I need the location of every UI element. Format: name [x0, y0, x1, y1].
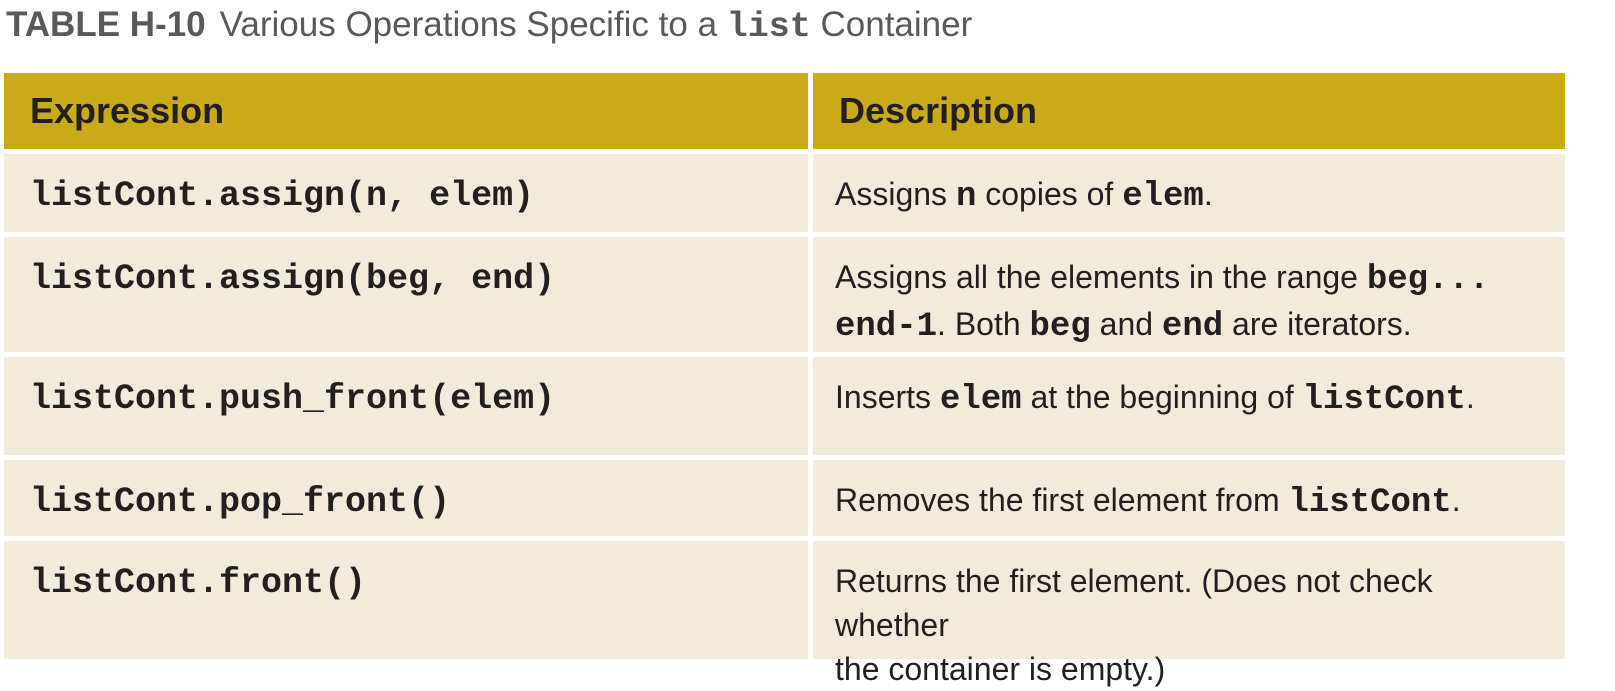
description-text: Assigns [835, 176, 956, 212]
description-text: Returns the first element. (Does not che… [835, 563, 1433, 643]
caption-text-before: Various Operations Specific to a [219, 5, 727, 44]
caption-text-after: Container [810, 5, 973, 44]
row-2-description: Assigns all the elements in the range be… [813, 237, 1565, 352]
header-description: Description [813, 73, 1565, 149]
description-code: end-1 [835, 308, 938, 346]
row-5-expression: listCont.front() [4, 541, 808, 659]
operations-table: Expression Description listCont.assign(n… [4, 73, 1614, 687]
description-code: n [955, 178, 977, 216]
description-code: elem [939, 381, 1022, 419]
description-code: listCont [1288, 484, 1452, 522]
description-code: beg... [1366, 261, 1490, 299]
row-3-description: Inserts elem at the beginning of listCon… [813, 357, 1565, 455]
row-2-expression: listCont.assign(beg, end) [4, 237, 808, 352]
row-1-expression: listCont.assign(n, elem) [4, 154, 808, 232]
description-text: copies of [976, 176, 1123, 212]
description-text: at the beginning of [1021, 379, 1303, 415]
description-code: listCont [1302, 381, 1466, 419]
header-expression: Expression [4, 73, 808, 149]
row-5-description: Returns the first element. (Does not che… [813, 541, 1565, 687]
description-code: beg [1029, 308, 1091, 346]
description-text: . [1203, 176, 1213, 212]
description-text: Removes the first element from [835, 482, 1289, 518]
description-text: . Both [937, 306, 1030, 342]
description-code: elem [1122, 178, 1204, 216]
table-number: TABLE H-10 [6, 5, 206, 44]
row-3-expression: listCont.push_front(elem) [4, 357, 808, 455]
row-4-description: Removes the first element from listCont. [813, 460, 1565, 536]
description-text: are iterators. [1223, 306, 1412, 342]
description-text: . [1451, 482, 1461, 518]
row-4-expression: listCont.pop_front() [4, 460, 808, 536]
caption-code: list [726, 7, 811, 47]
description-text: and [1090, 306, 1162, 342]
description-text: Assigns all the elements in the range [835, 259, 1367, 295]
description-text: Inserts [835, 379, 940, 415]
description-code: end [1161, 308, 1224, 346]
table-caption: TABLE H-10 Various Operations Specific to… [6, 2, 972, 48]
description-text: . [1465, 379, 1475, 415]
row-1-description: Assigns n copies of elem. [813, 154, 1565, 232]
description-text: the container is empty.) [835, 651, 1166, 687]
